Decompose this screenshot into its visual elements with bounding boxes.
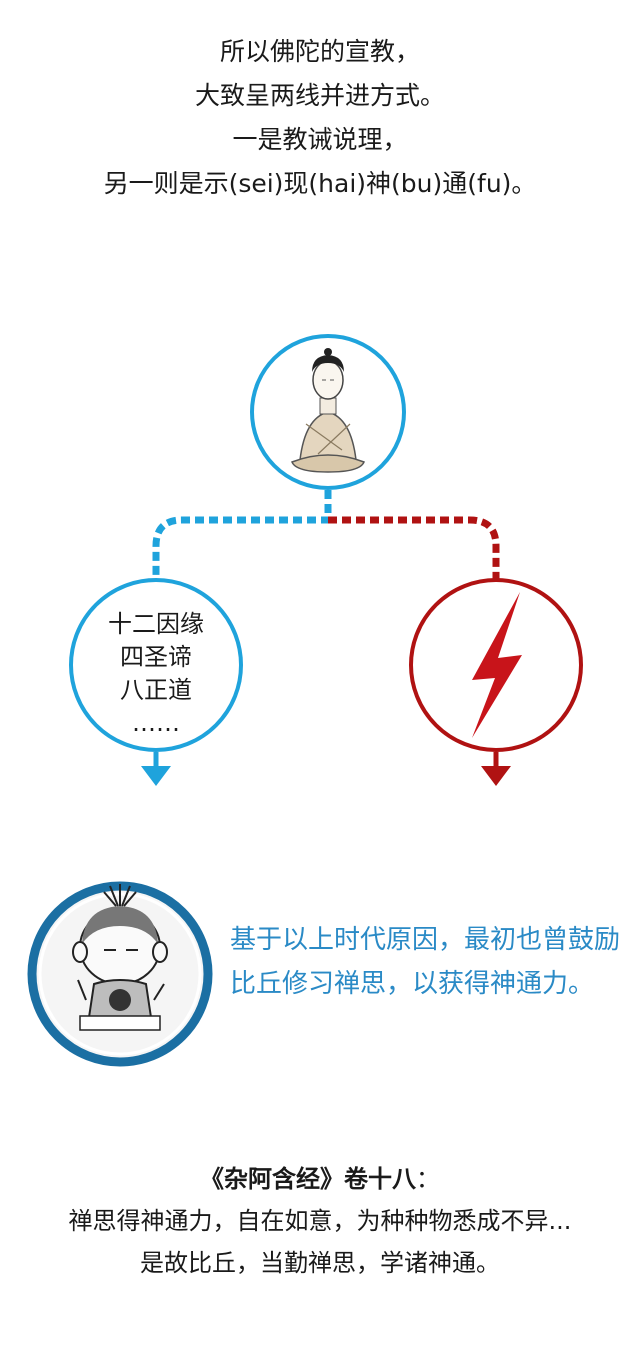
doctrine-item: 八正道 <box>120 676 192 704</box>
lightning-icon <box>472 592 522 738</box>
quote-line-2: 是故比丘，当勤禅思，学诸神通。 <box>140 1249 500 1277</box>
red-dashed-connector <box>328 516 500 582</box>
quote-source: 《杂阿含经》卷十八 <box>200 1165 416 1193</box>
quote-heading: 《杂阿含经》卷十八： <box>0 1158 640 1200</box>
monk-avatar <box>27 881 213 1067</box>
monk-note: 基于以上时代原因，最初也曾鼓励比丘修习禅思，以获得神通力。 <box>230 925 621 999</box>
teaching-diagram <box>27 334 583 1067</box>
intro-line-3: 一是教诫说理， <box>232 125 408 154</box>
intro-line-1: 所以佛陀的宣教， <box>219 37 420 66</box>
doctrine-item: 十二因缘 <box>108 610 204 638</box>
doctrine-item: 四圣谛 <box>120 643 192 671</box>
intro-text: 所以佛陀的宣教， 大致呈两线并进方式。 一是教诫说理， 另一则是示(sei)现(… <box>0 30 640 206</box>
intro-line-4: 另一则是示(sei)现(hai)神(bu)通(fu)。 <box>103 169 537 198</box>
doctrine-item: …… <box>132 709 180 737</box>
quote-line-1: 禅思得神通力，自在如意，为种种物悉成不异... <box>68 1207 572 1235</box>
buddha-circle <box>250 334 406 490</box>
doctrine-list: 十二因缘 四圣谛 八正道 …… <box>74 608 238 740</box>
buddha-icon <box>291 348 365 473</box>
quote-colon: ： <box>416 1165 440 1193</box>
doctrine-circle <box>69 578 243 752</box>
blue-down-arrow <box>141 752 171 786</box>
scripture-quote: 《杂阿含经》卷十八： 禅思得神通力，自在如意，为种种物悉成不异... 是故比丘，… <box>0 1158 640 1284</box>
intro-line-2: 大致呈两线并进方式。 <box>194 81 445 110</box>
red-down-arrow <box>481 752 511 786</box>
blue-dashed-connector <box>152 490 332 582</box>
